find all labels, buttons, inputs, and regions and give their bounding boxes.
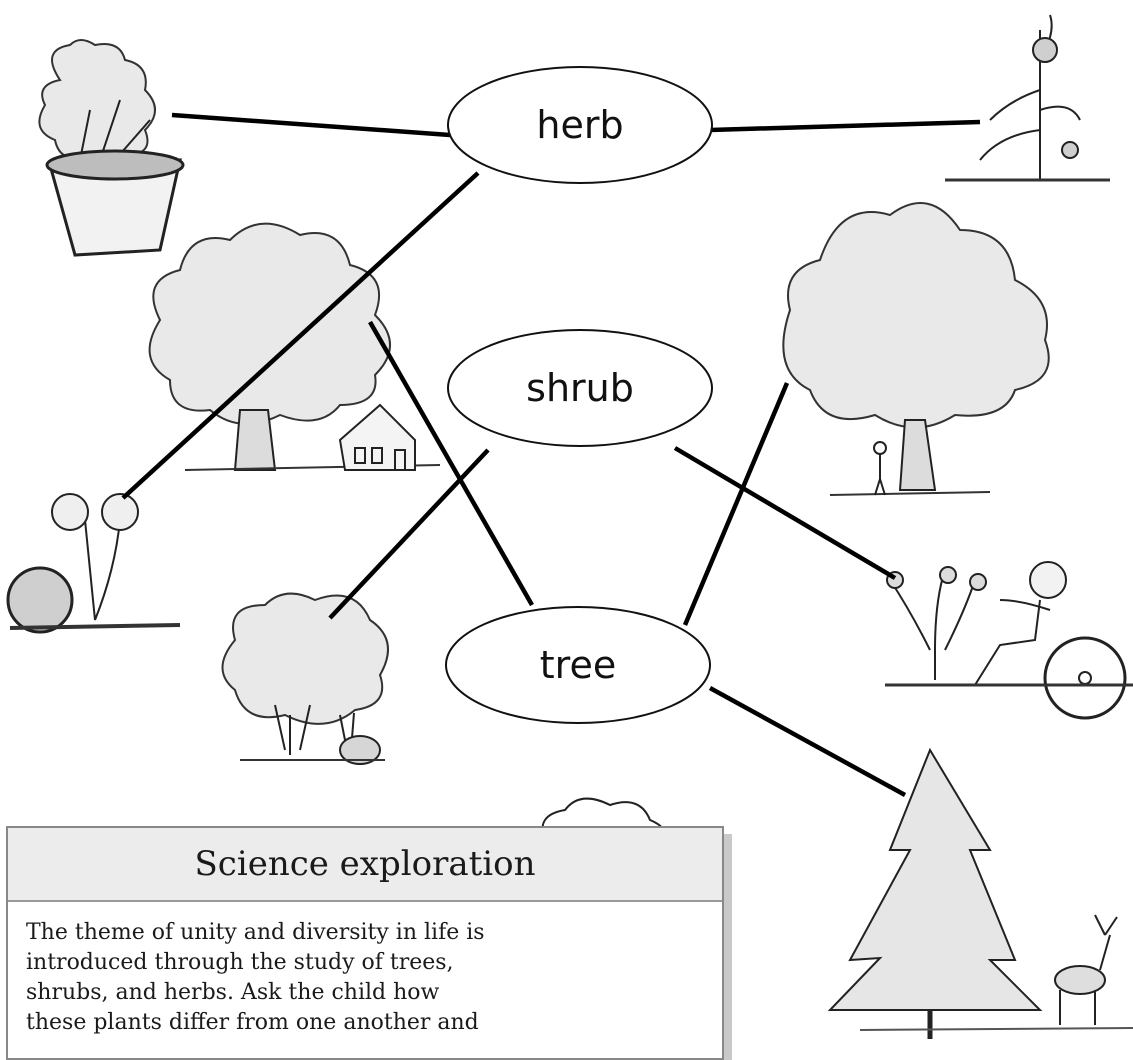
flower-with-ball-picture xyxy=(6,493,181,634)
science-line: The theme of unity and diversity in life… xyxy=(26,920,485,945)
line-tree-large-tree xyxy=(682,382,790,626)
herb-oval: herb xyxy=(447,66,713,184)
tree-oval: tree xyxy=(445,606,711,724)
shrub-oval: shrub xyxy=(447,329,713,447)
line-herb-flower xyxy=(121,171,480,500)
matching-lines xyxy=(121,112,981,797)
science-body-text: The theme of unity and diversity in life… xyxy=(26,918,496,1038)
tree-label: tree xyxy=(540,643,616,687)
science-title-bar: Science exploration xyxy=(8,828,722,902)
bush-with-rabbit-picture xyxy=(221,592,389,765)
science-title: Science exploration xyxy=(194,844,536,884)
large-tree-picture xyxy=(782,202,1050,496)
herb-label: herb xyxy=(536,103,623,147)
line-shrub-bush xyxy=(328,448,490,620)
science-line: these plants differ from one another and xyxy=(26,1010,479,1035)
line-oak-tree xyxy=(368,320,534,607)
line-tree-fir-tree xyxy=(708,686,907,797)
science-line: shrubs, and herbs. Ask the child how xyxy=(26,980,440,1005)
line-shrub-rose-bush xyxy=(673,446,897,580)
thistle-picture xyxy=(945,14,1110,182)
fir-tree-with-deer-picture xyxy=(827,747,1133,1039)
line-herb-thistle xyxy=(709,119,981,133)
science-exploration-box: Science exploration The theme of unity a… xyxy=(6,826,724,1060)
science-line: introduced through the study of trees, xyxy=(26,950,454,975)
shrub-label: shrub xyxy=(526,366,634,410)
potted-plant-picture xyxy=(38,39,185,257)
rose-bush-with-child-picture xyxy=(885,561,1133,720)
line-herb-potted-plant xyxy=(171,112,451,138)
oak-tree-picture xyxy=(148,222,441,471)
